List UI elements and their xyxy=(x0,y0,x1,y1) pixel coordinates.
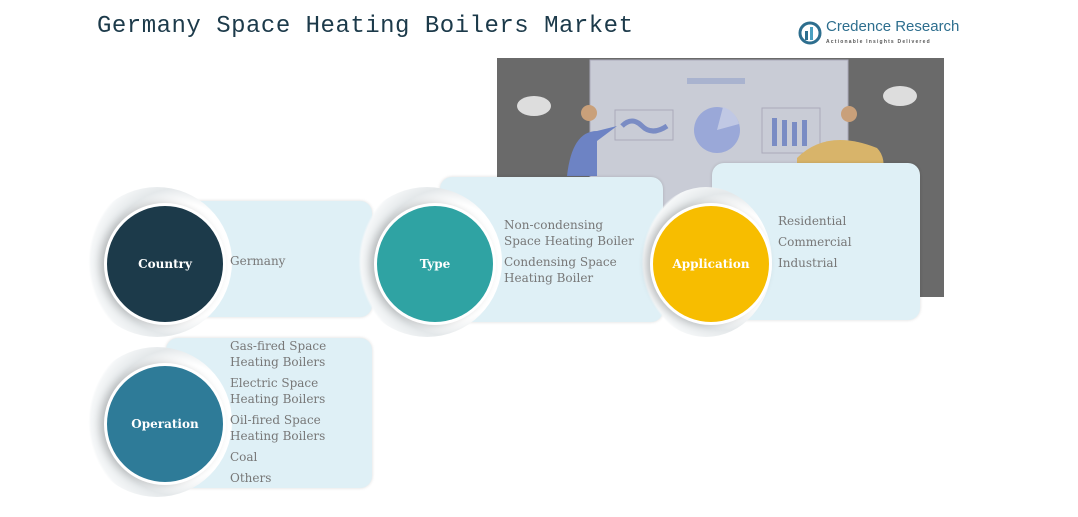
type-items: Non-condensing Space Heating Boiler Cond… xyxy=(504,217,639,291)
logo-icon xyxy=(798,21,822,45)
application-circle: Application xyxy=(650,203,772,325)
application-item: Industrial xyxy=(778,256,838,270)
operation-item: Others xyxy=(230,471,272,485)
operation-item: Electric Space Heating Boilers xyxy=(230,376,326,406)
type-circle: Type xyxy=(374,203,496,325)
type-item: Non-condensing Space Heating Boiler xyxy=(504,218,634,248)
type-item: Condensing Space Heating Boiler xyxy=(504,255,617,285)
operation-circle: Operation xyxy=(104,363,226,485)
country-circle: Country xyxy=(104,203,226,325)
application-item: Residential xyxy=(778,214,847,228)
logo-tagline: Actionable Insights Delivered xyxy=(826,39,931,45)
country-item: Germany xyxy=(230,254,286,268)
country-items: Germany xyxy=(230,253,285,274)
operation-item: Gas-fired Space Heating Boilers xyxy=(230,339,327,369)
operation-item: Coal xyxy=(230,450,258,464)
credence-logo: Credence Research Actionable Insights De… xyxy=(798,18,960,50)
page-title: Germany Space Heating Boilers Market xyxy=(97,13,634,40)
operation-item: Oil-fired Space Heating Boilers xyxy=(230,413,326,443)
logo-name: Credence Research xyxy=(826,18,960,35)
operation-items: Gas-fired Space Heating Boilers Electric… xyxy=(230,338,366,491)
application-items: Residential Commercial Industrial xyxy=(778,213,852,276)
application-item: Commercial xyxy=(778,235,852,249)
